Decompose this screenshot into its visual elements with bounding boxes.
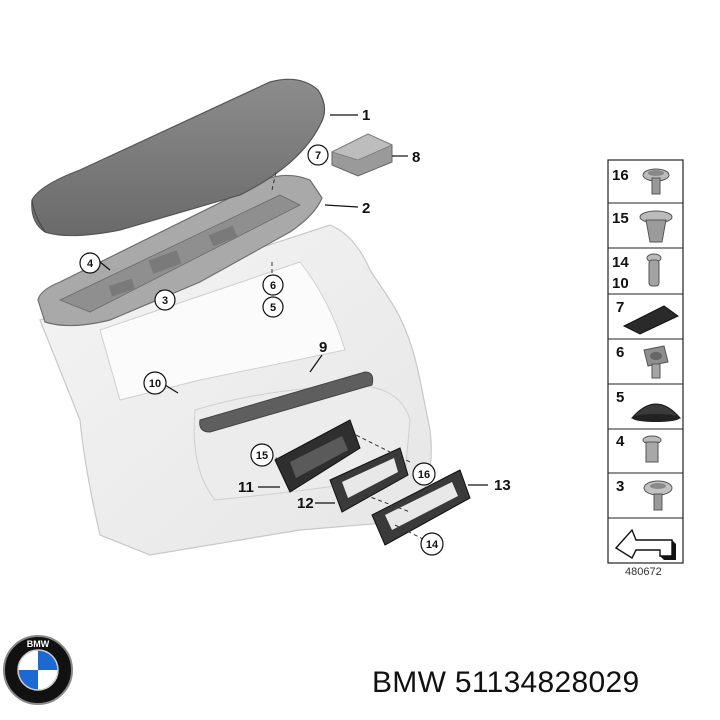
bolt-icon bbox=[646, 253, 662, 287]
callout-13: 13 bbox=[494, 477, 511, 494]
pad-block-8 bbox=[330, 133, 393, 177]
pad-icon bbox=[622, 305, 679, 335]
svg-text:10: 10 bbox=[149, 378, 161, 390]
blind-rivet-icon bbox=[642, 435, 662, 463]
callout-9: 9 bbox=[319, 339, 327, 356]
callout-16: 16 bbox=[412, 462, 436, 486]
plate-frame-12 bbox=[329, 447, 409, 513]
trim-strip-9 bbox=[199, 371, 374, 433]
svg-text:16: 16 bbox=[418, 469, 430, 481]
callout-6: 6 bbox=[262, 274, 284, 296]
support-frame-2 bbox=[37, 174, 323, 327]
panel-label-4: 4 bbox=[616, 433, 625, 450]
expanding-rivet-icon bbox=[639, 210, 673, 243]
callout-14: 14 bbox=[420, 532, 444, 556]
panel-label-7: 7 bbox=[616, 299, 624, 316]
callout-12: 12 bbox=[297, 495, 314, 512]
panel-label-15: 15 bbox=[612, 210, 629, 227]
svg-text:7: 7 bbox=[315, 150, 321, 162]
flange-screw-icon bbox=[643, 480, 673, 511]
callout-8: 8 bbox=[412, 149, 420, 166]
svg-text:6: 6 bbox=[270, 280, 276, 292]
callout-7: 7 bbox=[307, 144, 329, 166]
callout-3: 3 bbox=[154, 289, 176, 311]
hardware-panel: 16 15 14 10 7 6 5 bbox=[607, 159, 684, 564]
callout-5: 5 bbox=[262, 296, 284, 318]
svg-text:15: 15 bbox=[256, 450, 268, 462]
svg-text:4: 4 bbox=[87, 258, 94, 270]
callout-2: 2 bbox=[362, 200, 370, 217]
clip-nut-icon bbox=[643, 345, 669, 379]
plate-bracket-11 bbox=[274, 419, 361, 493]
leader-lines bbox=[99, 114, 488, 504]
svg-text:14: 14 bbox=[426, 539, 439, 551]
arrow-corner-icon bbox=[614, 528, 676, 560]
callout-1: 1 bbox=[362, 107, 370, 124]
rear-spoiler-1 bbox=[31, 78, 326, 237]
panel-label-5: 5 bbox=[616, 389, 624, 406]
svg-text:5: 5 bbox=[270, 302, 276, 314]
callout-10: 10 bbox=[143, 371, 167, 395]
panel-label-14: 14 bbox=[612, 254, 629, 271]
panel-label-3: 3 bbox=[616, 478, 624, 495]
grommet-cap-icon bbox=[630, 403, 682, 422]
callout-15: 15 bbox=[250, 443, 274, 467]
torx-screw-icon bbox=[642, 168, 670, 195]
bmw-roundel-logo: BMW bbox=[3, 635, 73, 705]
part-number-caption: BMW 51134828029 bbox=[372, 666, 640, 699]
callout-11: 11 bbox=[238, 479, 254, 496]
svg-text:BMW: BMW bbox=[27, 639, 50, 649]
diagram-reference-code: 480672 bbox=[625, 566, 662, 578]
panel-label-10: 10 bbox=[612, 275, 629, 292]
svg-text:3: 3 bbox=[162, 295, 168, 307]
callout-4: 4 bbox=[79, 252, 101, 274]
panel-label-6: 6 bbox=[616, 344, 624, 361]
panel-label-16: 16 bbox=[612, 167, 629, 184]
